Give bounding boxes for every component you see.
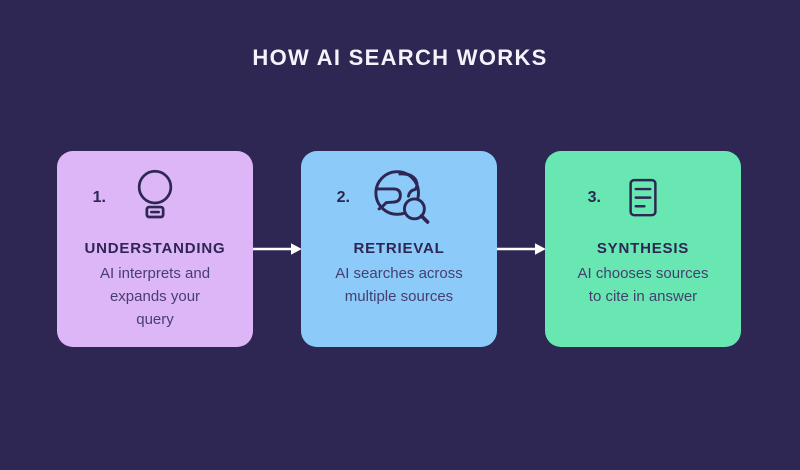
step-number: 3.: [587, 189, 601, 206]
step-number: 2.: [336, 189, 350, 206]
globe-search-icon: [374, 170, 430, 224]
step-heading: RETRIEVAL: [353, 240, 445, 257]
step-heading: UNDERSTANDING: [84, 240, 226, 257]
step-2-icon-area: 2.: [337, 166, 430, 230]
arrow-right-icon: [497, 243, 546, 255]
document-icon: [629, 178, 657, 217]
step-card-synthesis: 3. SYNTHESIS AI chooses sources to cite …: [545, 151, 741, 347]
step-card-retrieval: 2. RETRIEVAL AI searches across multiple…: [301, 151, 497, 347]
lightbulb-icon: [137, 169, 173, 219]
step-card-understanding: 1. UNDERSTANDING AI interprets and expan…: [57, 151, 253, 347]
page-title: HOW AI SEARCH WORKS: [252, 45, 548, 70]
step-description: AI searches across multiple sources: [335, 265, 463, 305]
step-1-icon-area: 1.: [93, 166, 184, 230]
arrow-right-icon: [253, 243, 302, 255]
step-description: AI interprets and expands your query: [99, 265, 211, 328]
step-description: AI chooses sources to cite in answer: [577, 265, 709, 305]
step-heading: SYNTHESIS: [596, 240, 690, 257]
step-number: 1.: [92, 189, 106, 206]
step-3-icon-area: 3.: [588, 166, 665, 230]
